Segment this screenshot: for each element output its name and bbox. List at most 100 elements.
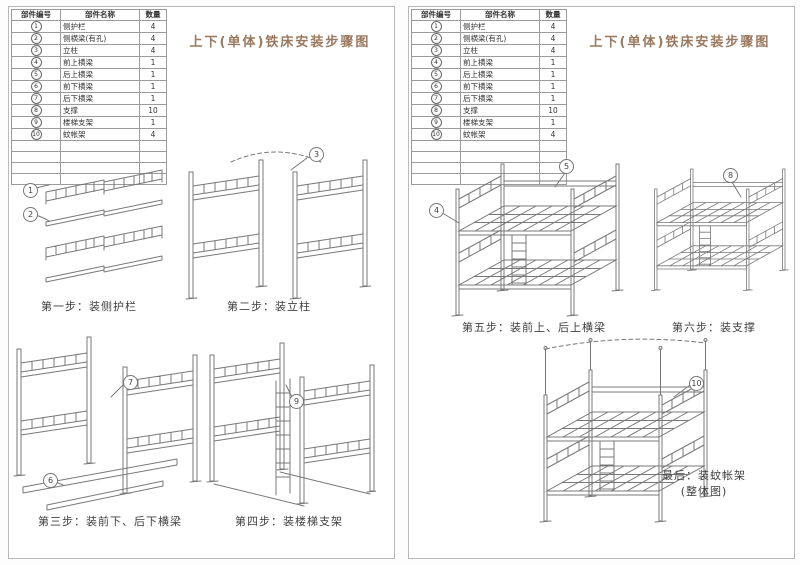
part-qty: 1 [539, 56, 567, 69]
part-number: 1 [30, 21, 42, 32]
callout-2: 2 [23, 207, 38, 222]
col-header-part-name: 部件名称 [460, 9, 540, 21]
part-name: 侧横梁(有孔) [460, 32, 540, 45]
part-number: 3 [30, 45, 42, 56]
part-number: 4 [430, 57, 442, 68]
step6-figure [649, 157, 794, 319]
parts-table: 部件编号 部件名称 数量 1 侧护栏 4 2 侧横梁(有孔) 4 3 立柱 4 … [11, 9, 167, 185]
step3-drawing [13, 336, 202, 511]
step2-drawing [185, 151, 371, 300]
table-row: 4 前上横梁 1 [11, 56, 167, 69]
table-row: 8 支撑 10 [411, 104, 567, 117]
part-qty: 1 [139, 80, 167, 93]
part-number: 10 [430, 129, 442, 140]
part-qty: 1 [539, 116, 567, 129]
table-row: 10 蚊帐架 4 [11, 128, 167, 141]
step5-label: 第五步：装前上、后上横梁 [462, 321, 606, 334]
part-name: 后上横梁 [460, 68, 540, 81]
part-qty: 4 [139, 128, 167, 141]
callout-8: 8 [723, 168, 738, 183]
part-qty [539, 140, 567, 152]
final-figure [524, 335, 724, 530]
right-page: 部件编号 部件名称 数量 1 侧护栏 4 2 侧横梁(有孔) 4 3 立柱 4 … [408, 6, 795, 559]
part-number: 2 [430, 33, 442, 44]
part-qty [139, 140, 167, 152]
left-page: 部件编号 部件名称 数量 1 侧护栏 4 2 侧横梁(有孔) 4 3 立柱 4 … [8, 6, 395, 559]
final-label: 最后：装蚊帐架 [662, 469, 746, 482]
part-name: 楼梯支架 [460, 116, 540, 129]
part-number: 9 [430, 117, 442, 128]
step2-figure [181, 146, 371, 304]
table-row: 10 蚊帐架 4 [411, 128, 567, 141]
part-name: 前下横梁 [60, 80, 140, 93]
part-number: 8 [430, 105, 442, 116]
part-qty: 10 [139, 104, 167, 117]
step3-label: 第三步：装前下、后下横梁 [38, 515, 182, 528]
part-qty: 4 [539, 20, 567, 33]
part-name: 后下横梁 [460, 92, 540, 105]
part-qty: 4 [539, 44, 567, 57]
part-number: 3 [430, 45, 442, 56]
table-row: 1 侧护栏 4 [411, 20, 567, 33]
part-number: 7 [30, 93, 42, 104]
table-row: 8 支撑 10 [11, 104, 167, 117]
table-row: 7 后下横梁 1 [11, 92, 167, 105]
step2-label: 第二步：装立柱 [227, 300, 311, 313]
part-number: 1 [430, 21, 442, 32]
part-name [60, 140, 140, 152]
part-qty [139, 151, 167, 163]
table-header-row: 部件编号 部件名称 数量 [411, 9, 567, 21]
part-number: 5 [30, 69, 42, 80]
table-row: 1 侧护栏 4 [11, 20, 167, 33]
callout-4: 4 [429, 203, 444, 218]
table-row [411, 173, 567, 185]
part-number: 10 [30, 129, 42, 140]
part-name: 立柱 [60, 44, 140, 57]
table-row: 6 前下横梁 1 [11, 80, 167, 93]
table-row: 5 后上横梁 1 [11, 68, 167, 81]
part-qty: 4 [139, 20, 167, 33]
part-name: 后下横梁 [60, 92, 140, 105]
part-name: 立柱 [460, 44, 540, 57]
step1-drawing [30, 169, 163, 283]
part-qty [539, 173, 567, 185]
part-qty: 10 [539, 104, 567, 117]
part-number: 2 [30, 33, 42, 44]
callout-9: 9 [289, 394, 304, 409]
callout-1: 1 [23, 183, 38, 198]
step4-label: 第四步：装楼梯支架 [235, 515, 343, 528]
page-title: 上下(单体)铁床安装步骤图 [189, 35, 371, 50]
col-header-qty: 数量 [139, 9, 167, 21]
col-header-part-id: 部件编号 [11, 9, 61, 21]
step6-label: 第六步：装支撑 [672, 321, 756, 334]
part-name: 蚊帐架 [460, 128, 540, 141]
step1-figure [16, 166, 166, 296]
part-name: 楼梯支架 [60, 116, 140, 129]
table-row: 9 楼梯支架 1 [411, 116, 567, 129]
table-row: 4 前上横梁 1 [411, 56, 567, 69]
part-qty: 4 [539, 128, 567, 141]
part-name: 支撑 [60, 104, 140, 117]
parts-table: 部件编号 部件名称 数量 1 侧护栏 4 2 侧横梁(有孔) 4 3 立柱 4 … [411, 9, 567, 185]
callout-3: 3 [309, 147, 324, 162]
part-number: 9 [30, 117, 42, 128]
part-name: 前下横梁 [460, 80, 540, 93]
callout-5: 5 [559, 159, 574, 174]
part-name: 后上横梁 [60, 68, 140, 81]
part-number: 4 [30, 57, 42, 68]
part-name: 侧横梁(有孔) [60, 32, 140, 45]
step3-figure [13, 331, 203, 513]
part-number: 6 [430, 81, 442, 92]
part-name [60, 151, 140, 163]
part-name: 前上横梁 [460, 56, 540, 69]
part-qty: 1 [539, 92, 567, 105]
step6-drawing [651, 168, 789, 292]
table-row: 9 楼梯支架 1 [11, 116, 167, 129]
table-row: 2 侧横梁(有孔) 4 [11, 32, 167, 45]
page-title: 上下(单体)铁床安装步骤图 [589, 35, 771, 50]
part-qty: 1 [139, 56, 167, 69]
part-name [460, 140, 540, 152]
part-qty: 4 [139, 32, 167, 45]
final-drawing [539, 338, 712, 523]
table-row [411, 140, 567, 152]
